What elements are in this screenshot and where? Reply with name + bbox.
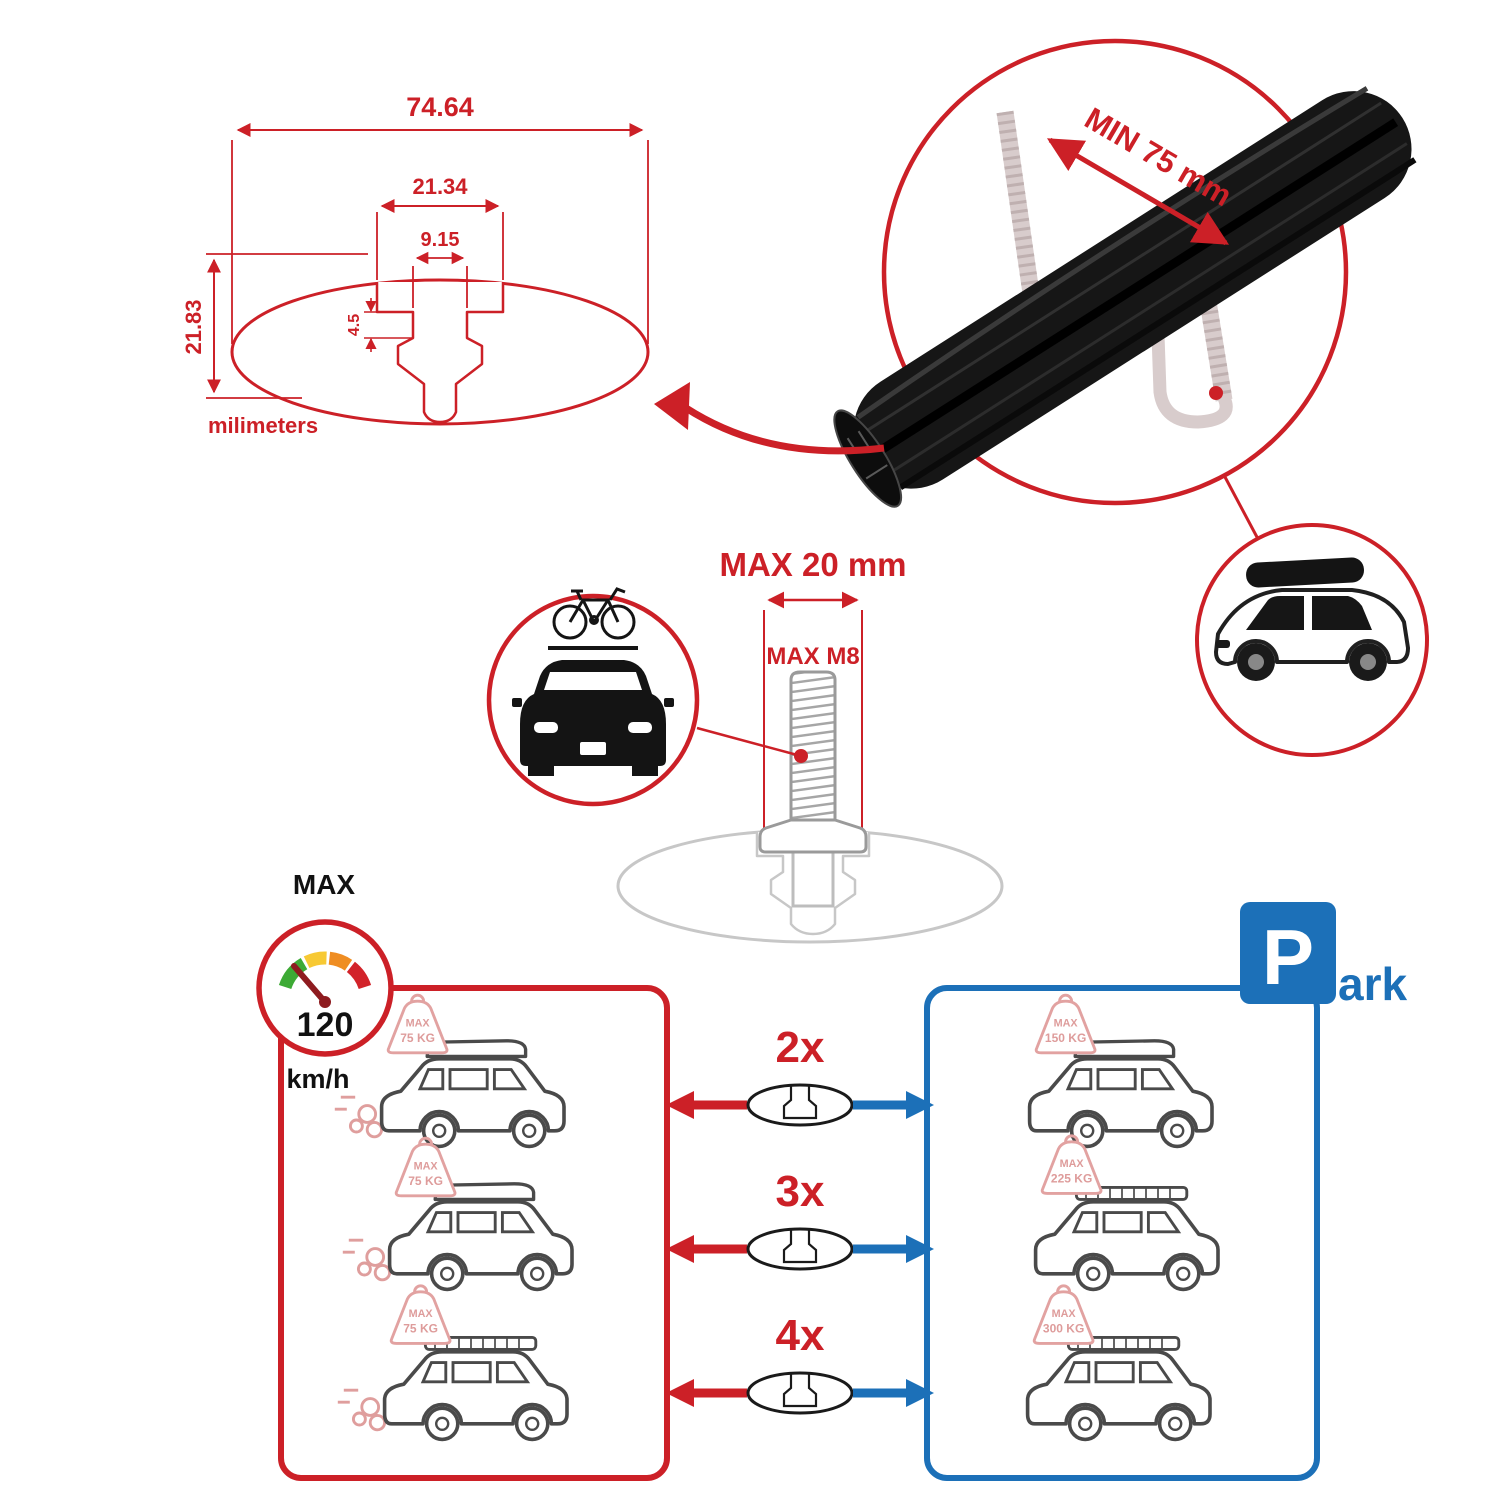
dim-lip-value: 4.5: [346, 314, 363, 336]
weight-tag: MAX 75 KG: [389, 1284, 452, 1345]
crossbar-oval-icon: [746, 1227, 854, 1271]
car-front-circle: [486, 587, 700, 807]
dim-total-height: [206, 253, 368, 399]
red-arrow-left: [666, 1379, 694, 1407]
tag-max-label: MAX: [1054, 1017, 1079, 1029]
car-front-icon: [512, 660, 674, 776]
clamp-dot: [1209, 386, 1223, 400]
dim-lip: [364, 298, 412, 352]
car-driving-2: MAX 75 KG: [341, 1136, 574, 1292]
tag-max-label: MAX: [1060, 1158, 1085, 1170]
red-arrow-left: [666, 1091, 694, 1119]
dim-total-width-value: 74.64: [406, 92, 474, 122]
gauge-needle: [291, 963, 328, 1005]
park-sign: P ark: [1240, 902, 1407, 1010]
weight-tag: MAX 225 KG: [1040, 1134, 1103, 1195]
bolt-callout: MAX 20 mm MAX M8: [486, 546, 1004, 944]
count-label: 4x: [776, 1311, 825, 1360]
weight-tag: MAX 75 KG: [394, 1136, 457, 1198]
speed-value: 120: [297, 1006, 354, 1044]
crossbar-oval-icon: [746, 1083, 854, 1127]
count-row-1: 2x: [666, 1023, 934, 1127]
crossbar-bar: [833, 86, 1417, 508]
weight-tag: MAX 300 KG: [1032, 1284, 1095, 1345]
blue-arrow-right: [906, 1091, 934, 1119]
tag-max-label: MAX: [1052, 1308, 1077, 1320]
max-20-label: MAX 20 mm: [719, 546, 906, 583]
park-sign-p: P: [1262, 913, 1314, 1001]
blue-arrow-right: [906, 1235, 934, 1263]
dim-slot-inner-value: 9.15: [421, 229, 460, 251]
dim-slot-outer: [376, 199, 504, 280]
profile-dimension-drawing: 74.64 21.34 9.15 4.5 21.83: [181, 92, 650, 438]
count-label: 3x: [776, 1167, 825, 1216]
weight-tag: MAX 150 KG: [1034, 993, 1097, 1055]
bolt-leader: [696, 726, 802, 758]
weight-tag: MAX 75 KG: [386, 993, 449, 1055]
dim-total-height-value: 21.83: [181, 299, 206, 354]
park-sign-ark: ark: [1338, 958, 1407, 1010]
units-label: milimeters: [208, 413, 318, 438]
tag-weight-label: 150 KG: [1045, 1031, 1086, 1045]
car-parked-2: MAX 225 KG: [1033, 1134, 1220, 1292]
min-span-label: MIN 75 mm: [1079, 101, 1238, 214]
tag-weight-label: 75 KG: [403, 1322, 438, 1336]
min-span-arrow: [1046, 137, 1230, 246]
tag-max-label: MAX: [409, 1308, 434, 1320]
tag-max-label: MAX: [414, 1160, 439, 1172]
profile-pointer-arrow: [654, 382, 885, 455]
car-driving-3: MAX 75 KG: [336, 1284, 569, 1442]
car-driving-1: MAX 75 KG: [333, 993, 566, 1149]
suv-illustration: [1214, 557, 1410, 681]
count-row-3: 4x: [666, 1311, 934, 1415]
crossbar-oval-icon: [746, 1371, 854, 1415]
bike-icon: [552, 587, 636, 640]
suv-roofbox-circle: [1195, 523, 1429, 757]
max-m8-label: MAX M8: [766, 643, 859, 670]
blue-arrow-right: [906, 1379, 934, 1407]
car-parked-1: MAX 150 KG: [1027, 993, 1214, 1149]
bolt-illustration: [758, 670, 868, 908]
speed-max-label: MAX: [293, 869, 356, 900]
circle-connector: [1223, 476, 1260, 540]
tag-weight-label: 75 KG: [408, 1174, 443, 1188]
speed-units: km/h: [286, 1064, 349, 1094]
roof-box-icon: [1246, 557, 1364, 588]
t-slot-profile: [375, 282, 505, 424]
dim-slot-inner: [412, 251, 468, 308]
red-arrow-left: [666, 1235, 694, 1263]
dim-slot-outer-value: 21.34: [412, 174, 468, 199]
tag-weight-label: 225 KG: [1051, 1172, 1092, 1186]
car-parked-3: MAX 300 KG: [1025, 1284, 1212, 1442]
count-row-2: 3x: [666, 1167, 934, 1271]
dim-total-width: [231, 123, 649, 344]
count-label: 2x: [776, 1023, 825, 1072]
crossbar-photo-circle: MIN 75 mm: [833, 38, 1417, 540]
speed-limit-gauge: MAX 120 km/h: [256, 869, 394, 1094]
tag-weight-label: 300 KG: [1043, 1322, 1084, 1336]
tag-max-label: MAX: [406, 1017, 431, 1029]
tag-weight-label: 75 KG: [400, 1031, 435, 1045]
